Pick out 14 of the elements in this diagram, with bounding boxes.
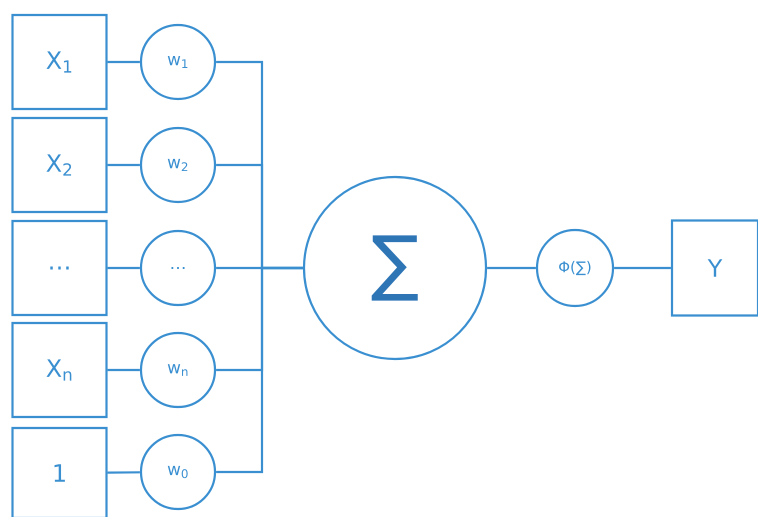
input-box: X$_{n}$	[11, 322, 108, 418]
connector-line	[108, 368, 140, 372]
input-box: …	[11, 220, 108, 316]
output-box: Y	[670, 219, 758, 317]
connector-line	[108, 164, 140, 166]
connector-line	[108, 471, 140, 474]
connector-line	[614, 266, 671, 270]
input-box: 1	[11, 426, 108, 517]
input-box: X$_{1}$	[11, 14, 108, 110]
connector-line	[487, 266, 536, 270]
connector-line	[108, 60, 140, 64]
input-box: X$_{2}$	[11, 116, 108, 214]
connector-line	[108, 266, 140, 270]
connector-line	[216, 266, 303, 474]
